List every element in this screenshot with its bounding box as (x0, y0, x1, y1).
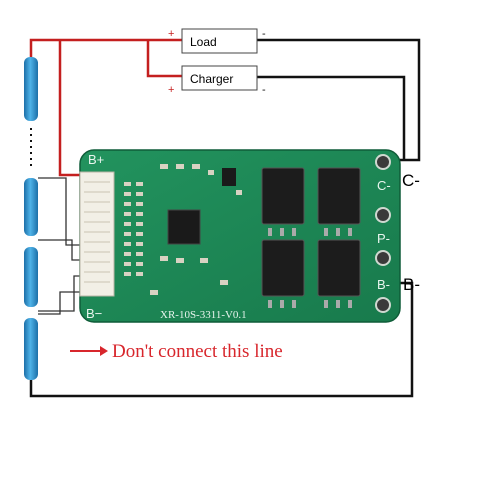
board-c-label: C- (377, 178, 391, 193)
charger-minus-sign: - (262, 84, 266, 96)
controller-ic (167, 209, 201, 245)
mosfet-4 (317, 239, 361, 297)
battery-cells (24, 57, 38, 380)
mosfet-array (261, 167, 361, 308)
terminal-pads (375, 154, 391, 313)
warning-arrowhead (100, 346, 108, 356)
pad-p-lower (375, 250, 391, 266)
battery-cell-4 (24, 318, 38, 380)
c-minus-terminal-label: C- (402, 171, 420, 190)
mosfet-1 (261, 167, 305, 225)
misc-components (150, 164, 242, 295)
connector-pins (84, 181, 110, 283)
load-box: Load + - (168, 28, 266, 54)
load-minus-sign: - (262, 28, 266, 40)
battery-cell-3 (24, 247, 38, 307)
mosfet-3 (261, 239, 305, 297)
load-label: Load (190, 35, 217, 49)
pad-b (375, 297, 391, 313)
board-b-plus-label: B+ (88, 152, 104, 167)
battery-cell-2 (24, 178, 38, 236)
balance-connector (79, 171, 115, 297)
pad-c (375, 154, 391, 170)
warning-text: Don't connect this line (112, 341, 283, 362)
board-p-label: P- (377, 231, 390, 246)
smd-resistor-array (124, 182, 143, 276)
negative-wiring (29, 38, 421, 398)
mosfet-2 (317, 167, 361, 225)
board-model-label: XR-10S-3311-V0.1 (160, 309, 247, 321)
charger-label: Charger (190, 72, 233, 86)
load-plus-sign: + (168, 28, 174, 40)
bms-board: B+ B− XR-10S-3311-V0.1 (79, 149, 401, 323)
positive-wiring (29, 38, 182, 177)
charger-plus-sign: + (168, 84, 174, 96)
pad-p-upper (375, 207, 391, 223)
sense-wires (38, 177, 80, 315)
battery-cell-1 (24, 57, 38, 121)
b-minus-terminal-label: B- (403, 275, 420, 294)
board-b-label: B- (377, 277, 390, 292)
charger-box: Charger + - (168, 65, 266, 96)
warning-annotation: Don't connect this line (70, 341, 283, 362)
small-ic (222, 168, 236, 186)
board-b-minus-label: B− (86, 306, 102, 321)
